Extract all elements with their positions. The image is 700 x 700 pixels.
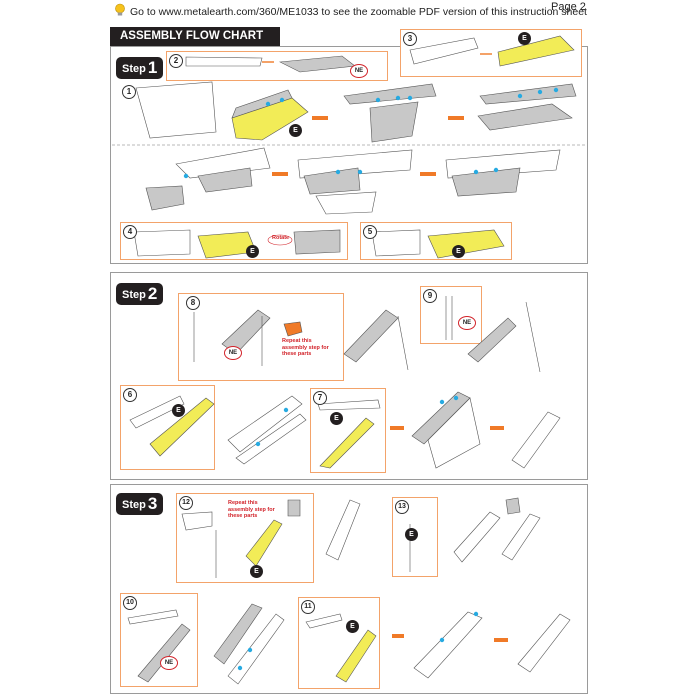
substep-10-art [128,604,284,684]
e-badge-step1-sub5: E [452,245,465,258]
e-badge-step1-sub1: E [289,124,302,137]
substep-4-number: 4 [123,225,137,239]
e-badge-step1-sub3: E [518,32,531,45]
repeat-note-step-3: Repeat this assembly step for these part… [228,500,284,520]
substep-13-number: 13 [395,500,409,514]
substep-9-number: 9 [423,289,437,303]
substep-2-art [186,56,355,72]
substep-1-number: 1 [122,85,136,99]
e-badge-step3-sub13: E [405,528,418,541]
repeat-note-step-2: Repeat this assembly step for these part… [282,338,338,358]
substep-7-art [318,392,560,468]
ne-badge-step2-sub9: NE [458,316,476,330]
ne-badge-step3-sub10: NE [160,656,178,670]
substep-6-art [130,396,306,464]
ne-badge-step2-sub8: NE [224,346,242,360]
substep-6-number: 6 [123,388,137,402]
ne-badge-step1-sub2: NE [350,64,368,78]
e-badge-step2-sub7: E [330,412,343,425]
substep-5-number: 5 [363,225,377,239]
e-badge-step2-sub6: E [172,404,185,417]
rotate-label: Rotate [272,235,289,241]
substep-11-art [306,612,570,682]
e-badge-step3-sub11: E [346,620,359,633]
e-badge-step3-sub12: E [250,565,263,578]
substep-1-lower-art [146,148,560,214]
substep-11-number: 11 [301,600,315,614]
substep-12-number: 12 [179,496,193,510]
substep-5-art [372,230,504,258]
substep-8-number: 8 [186,296,200,310]
e-badge-step1-sub4: E [246,245,259,258]
substep-2-number: 2 [169,54,183,68]
substep-9-art [446,296,540,372]
substep-13-art [410,498,540,572]
substep-4-art [134,230,340,258]
substep-3-number: 3 [403,32,417,46]
substep-1-art [136,82,576,142]
substep-10-number: 10 [123,596,137,610]
substep-7-number: 7 [313,391,327,405]
substep-3-art [410,36,574,66]
